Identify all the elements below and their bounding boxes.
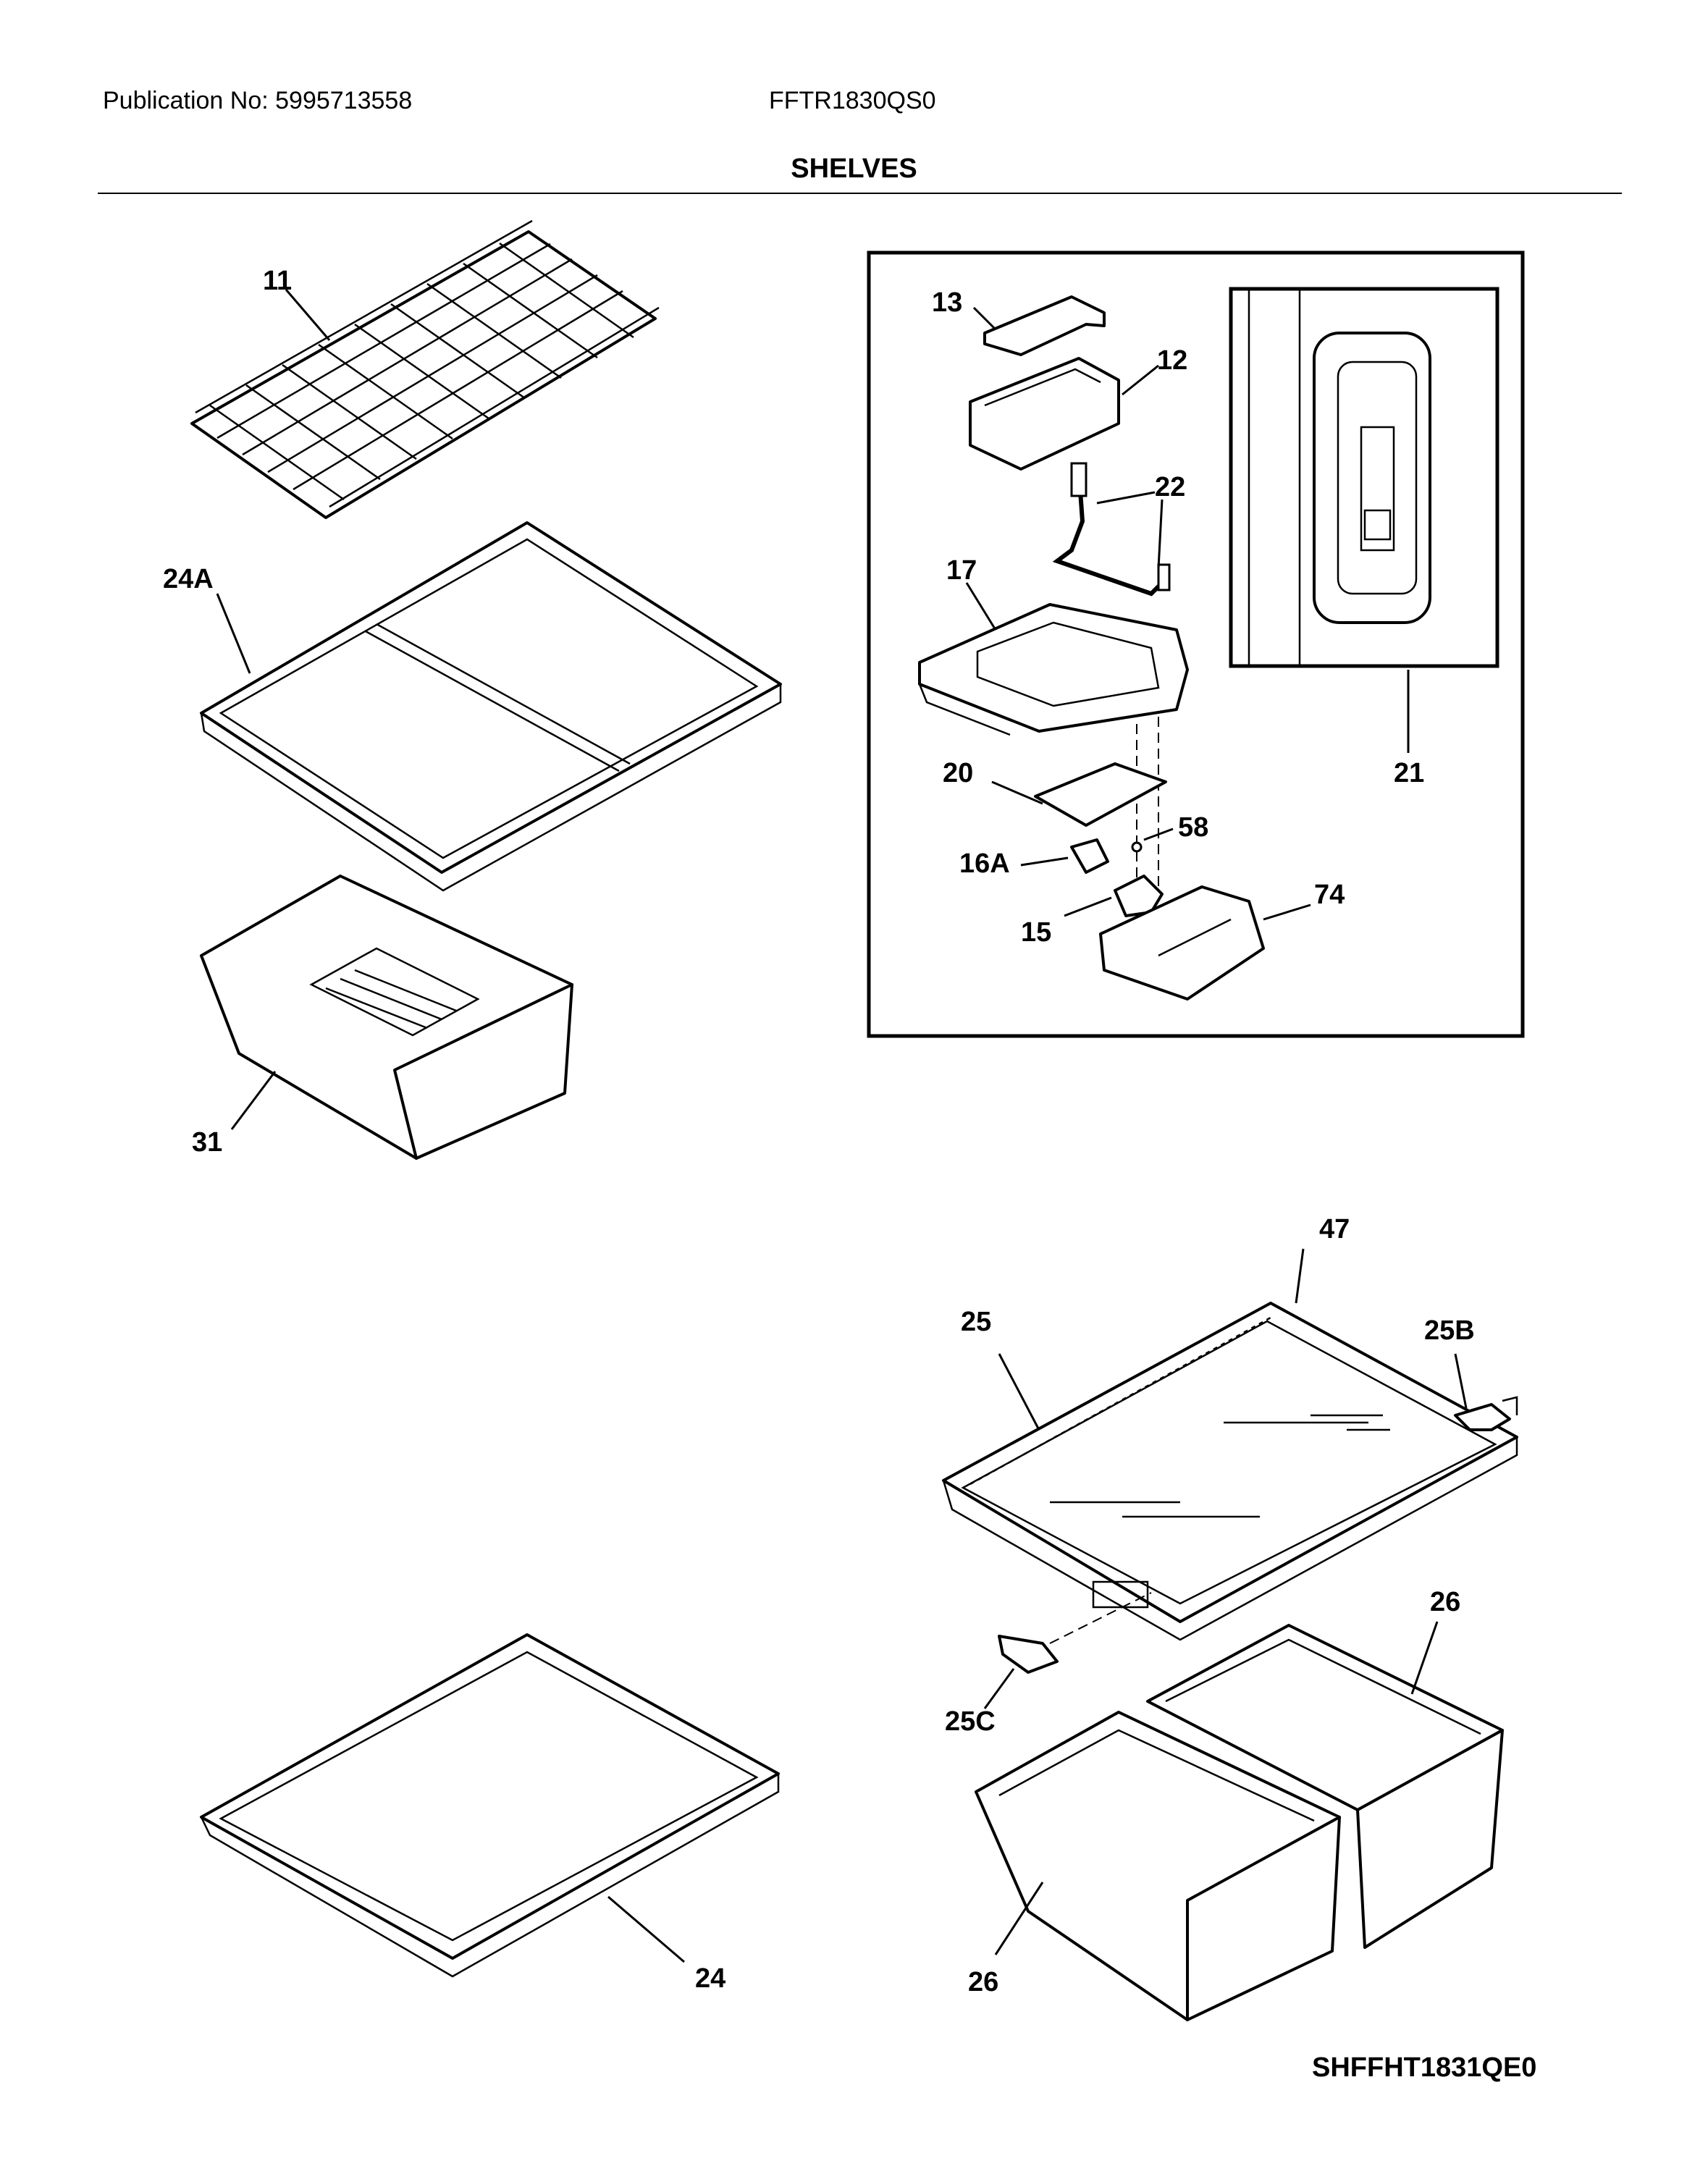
label-13: 13 [932,287,962,318]
wire-harness-22 [1052,462,1171,597]
label-25B: 25B [1424,1315,1475,1346]
screw-58 [1131,827,1174,853]
glass-shelf-47 [942,1248,1518,1641]
label-24A: 24A [163,564,214,594]
label-47: 47 [1319,1214,1350,1244]
bracket-25B [1454,1353,1518,1431]
crisper-drawer-26-rear [1146,1621,1504,1949]
label-22: 22 [1155,472,1185,502]
base-housing-17 [918,582,1189,919]
bracket-25C [983,1592,1152,1709]
inset-view-21 [1229,287,1499,753]
crisper-drawer-31 [200,875,573,1160]
light-assembly-frame [867,250,1525,1038]
label-24: 24 [695,1963,725,1994]
label-31: 31 [192,1127,222,1158]
label-58: 58 [1178,812,1208,843]
wire-shelf-11 [190,219,660,519]
diagram-code: SHFFHT1831QE0 [1312,2052,1537,2083]
label-21: 21 [1394,758,1424,788]
glass-shelf-24A [200,521,782,892]
publication-number: Publication No: 5995713558 [103,87,413,114]
label-17: 17 [946,555,977,586]
lamp-housing-12 [969,357,1159,471]
crisper-drawer-26-front [975,1711,1341,2021]
label-26-front: 26 [968,1967,998,1997]
light-handle-13 [972,295,1106,356]
socket-16A [1020,838,1109,874]
label-12: 12 [1157,345,1187,376]
label-74: 74 [1314,880,1345,910]
light-cover-74 [1099,885,1311,1001]
label-26-rear: 26 [1430,1587,1460,1617]
label-15: 15 [1021,917,1051,948]
label-16A: 16A [959,848,1010,879]
label-25C: 25C [945,1706,996,1737]
label-11: 11 [263,266,292,296]
label-25: 25 [961,1307,991,1337]
glass-shelf-24 [200,1633,780,1978]
label-20: 20 [943,758,973,788]
header-rule [98,193,1622,194]
page-title: SHELVES [791,153,917,184]
model-number: FFTR1830QS0 [769,87,936,114]
bulb-15 [1064,875,1164,917]
cover-plate-20 [991,762,1167,827]
